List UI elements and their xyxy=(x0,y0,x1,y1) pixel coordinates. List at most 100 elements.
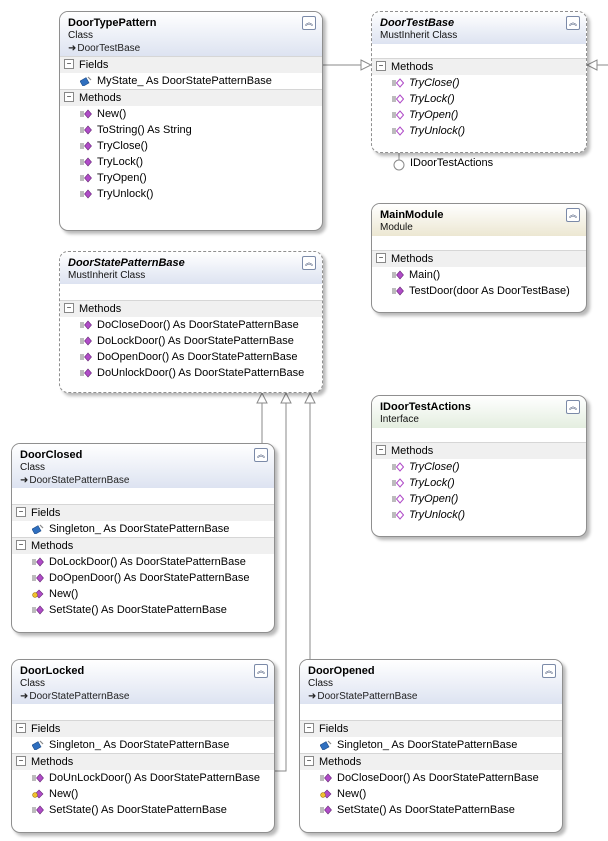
constructor-icon xyxy=(320,788,332,799)
methods-section-header[interactable]: −Methods xyxy=(372,250,586,267)
method-icon xyxy=(80,172,92,183)
method-item: TryLock() xyxy=(372,91,586,107)
class-kind: Class xyxy=(68,30,94,41)
method-item: SetState() As DoorStatePatternBase xyxy=(12,602,274,618)
fields-section-header[interactable]: −Fields xyxy=(60,56,322,73)
class-kind: Interface xyxy=(380,414,419,425)
double-chevron-up-icon[interactable]: ︽ xyxy=(302,16,316,30)
method-item: DoUnLockDoor() As DoorStatePatternBase xyxy=(12,770,274,786)
method-icon xyxy=(80,140,92,151)
method-icon xyxy=(80,335,92,346)
constructor-icon xyxy=(32,788,44,799)
abstract-method-icon xyxy=(392,109,405,120)
base-class: ➜DoorStatePatternBase xyxy=(308,691,418,702)
class-header: DoorTestBase MustInherit Class ︽ xyxy=(372,12,586,44)
interface-lollipop-label: IDoorTestActions xyxy=(410,157,494,169)
field-icon xyxy=(79,75,92,87)
class-doorclosed[interactable]: DoorClosed Class ➜DoorStatePatternBase ︽… xyxy=(11,443,275,633)
class-header: DoorStatePatternBase MustInherit Class ︽ xyxy=(60,252,322,284)
method-item: SetState() As DoorStatePatternBase xyxy=(12,802,274,818)
method-item: New() xyxy=(60,106,322,122)
method-item: New() xyxy=(300,786,562,802)
method-item: DoUnlockDoor() As DoorStatePatternBase xyxy=(60,365,322,381)
base-class: ➜DoorStatePatternBase xyxy=(20,691,130,702)
method-icon xyxy=(32,556,44,567)
method-item: DoCloseDoor() As DoorStatePatternBase xyxy=(60,317,322,333)
class-kind: MustInherit Class xyxy=(68,270,146,281)
field-item: Singleton_ As DoorStatePatternBase xyxy=(300,737,562,753)
method-icon xyxy=(80,156,92,167)
class-header: DoorLocked Class ➜DoorStatePatternBase ︽ xyxy=(12,660,274,704)
method-icon xyxy=(80,108,92,119)
method-item: DoOpenDoor() As DoorStatePatternBase xyxy=(12,570,274,586)
abstract-method-icon xyxy=(392,93,405,104)
method-icon xyxy=(80,124,92,135)
double-chevron-up-icon[interactable]: ︽ xyxy=(566,208,580,222)
module-mainmodule[interactable]: MainModule Module ︽ −Methods Main() Test… xyxy=(371,203,587,313)
abstract-method-icon xyxy=(392,77,405,88)
method-item: TryOpen() xyxy=(60,170,322,186)
double-chevron-up-icon[interactable]: ︽ xyxy=(566,400,580,414)
methods-section-header[interactable]: −Methods xyxy=(12,537,274,554)
abstract-method-icon xyxy=(392,493,405,504)
class-name: DoorTypePattern xyxy=(68,17,157,29)
class-dooropened[interactable]: DoorOpened Class ➜DoorStatePatternBase ︽… xyxy=(299,659,563,833)
class-doortestbase[interactable]: DoorTestBase MustInherit Class ︽ −Method… xyxy=(371,11,587,153)
method-item: TryOpen() xyxy=(372,107,586,123)
class-name: MainModule xyxy=(380,209,444,221)
class-header: MainModule Module ︽ xyxy=(372,204,586,236)
fields-section-header[interactable]: −Fields xyxy=(12,504,274,521)
class-doorstatepatternbase[interactable]: DoorStatePatternBase MustInherit Class ︽… xyxy=(59,251,323,393)
fields-section-header[interactable]: −Fields xyxy=(12,720,274,737)
abstract-method-icon xyxy=(392,125,405,136)
class-name: DoorOpened xyxy=(308,665,375,677)
field-icon xyxy=(31,739,44,751)
field-item: Singleton_ As DoorStatePatternBase xyxy=(12,737,274,753)
method-item: New() xyxy=(12,586,274,602)
methods-section-header[interactable]: −Methods xyxy=(60,300,322,317)
double-chevron-up-icon[interactable]: ︽ xyxy=(542,664,556,678)
methods-section-header[interactable]: −Methods xyxy=(372,442,586,459)
methods-section-header[interactable]: −Methods xyxy=(12,753,274,770)
class-name: IDoorTestActions xyxy=(380,401,471,413)
class-name: DoorClosed xyxy=(20,449,83,461)
abstract-method-icon xyxy=(392,477,405,488)
method-icon xyxy=(80,319,92,330)
methods-section-header[interactable]: −Methods xyxy=(372,58,586,75)
method-item: TryUnlock() xyxy=(372,507,586,523)
method-icon xyxy=(32,572,44,583)
method-icon xyxy=(392,269,404,280)
method-item: Main() xyxy=(372,267,586,283)
class-doorlocked[interactable]: DoorLocked Class ➜DoorStatePatternBase ︽… xyxy=(11,659,275,833)
class-kind: Class xyxy=(20,462,46,473)
double-chevron-up-icon[interactable]: ︽ xyxy=(566,16,580,30)
abstract-method-icon xyxy=(392,461,405,472)
method-item: TestDoor(door As DoorTestBase) xyxy=(372,283,586,299)
fields-section-header[interactable]: −Fields xyxy=(300,720,562,737)
field-icon xyxy=(319,739,332,751)
method-icon xyxy=(32,604,44,615)
method-icon xyxy=(80,351,92,362)
class-header: DoorTypePattern Class ➜DoorTestBase ︽ xyxy=(60,12,322,56)
methods-section-header[interactable]: −Methods xyxy=(60,89,322,106)
method-item: DoCloseDoor() As DoorStatePatternBase xyxy=(300,770,562,786)
method-item: TryUnlock() xyxy=(372,123,586,139)
class-kind: Module xyxy=(380,222,413,233)
method-item: TryUnlock() xyxy=(60,186,322,202)
class-doortypepattern[interactable]: DoorTypePattern Class ➜DoorTestBase ︽ −F… xyxy=(59,11,323,231)
interface-idoortestactions[interactable]: IDoorTestActions Interface ︽ −Methods Tr… xyxy=(371,395,587,537)
inherits-arrow-icon: ➜ xyxy=(20,475,29,486)
method-item: DoLockDoor() As DoorStatePatternBase xyxy=(12,554,274,570)
inherits-arrow-icon: ➜ xyxy=(68,43,77,54)
double-chevron-up-icon[interactable]: ︽ xyxy=(254,448,268,462)
inherit-line-doorlocked xyxy=(274,393,286,772)
method-item: TryClose() xyxy=(372,459,586,475)
double-chevron-up-icon[interactable]: ︽ xyxy=(302,256,316,270)
field-item: Singleton_ As DoorStatePatternBase xyxy=(12,521,274,537)
method-icon xyxy=(392,285,404,296)
methods-section-header[interactable]: −Methods xyxy=(300,753,562,770)
double-chevron-up-icon[interactable]: ︽ xyxy=(254,664,268,678)
inherits-arrow-icon: ➜ xyxy=(308,691,317,702)
class-header: DoorOpened Class ➜DoorStatePatternBase ︽ xyxy=(300,660,562,704)
method-item: SetState() As DoorStatePatternBase xyxy=(300,802,562,818)
